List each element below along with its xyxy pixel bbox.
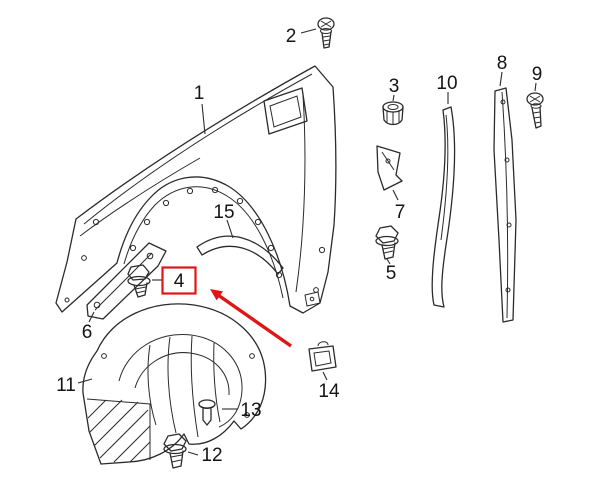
part-label-11[interactable]: 11 [56,375,76,396]
part-label-5[interactable]: 5 [386,263,397,284]
part-15-arch-trim [196,235,284,275]
part-14-clip [308,341,337,372]
part-6-bracket [86,242,167,320]
part-label-14[interactable]: 14 [318,381,340,402]
part-8-pillar-strip [493,87,517,323]
part-label-4[interactable]: 4 [174,271,185,292]
part-2-screw [317,17,335,49]
part-4-bolt [127,264,151,298]
part-label-13[interactable]: 13 [240,400,261,421]
part-5-bolt [375,225,399,260]
pointer-arrow [210,289,292,348]
part-labels: 1 2 3 5 6 7 8 9 10 11 12 13 14 15 [56,26,542,466]
part-label-1[interactable]: 1 [194,83,205,104]
part-13-push-clip [198,399,216,426]
highlight-box [161,266,197,295]
part-1-fender [55,65,337,314]
part-label-10[interactable]: 10 [436,73,457,94]
arrow-head [210,289,223,301]
part-label-15[interactable]: 15 [213,202,234,223]
part-7-bracket [376,145,403,191]
part-4-callout[interactable]: 4 [161,266,197,295]
part-label-2[interactable]: 2 [286,26,297,47]
part-10-strip [431,106,456,308]
part-3-nut [382,101,404,126]
part-label-12[interactable]: 12 [201,445,222,466]
part-label-8[interactable]: 8 [497,53,508,74]
part-9-screw [526,92,544,129]
part-12-bolt [163,433,187,469]
part-label-7[interactable]: 7 [395,202,406,223]
part-label-9[interactable]: 9 [532,64,543,85]
part-11-wheel-arch-liner [82,303,267,465]
part-label-6[interactable]: 6 [82,322,93,343]
leader-lines [77,28,537,456]
part-label-3[interactable]: 3 [389,76,400,97]
